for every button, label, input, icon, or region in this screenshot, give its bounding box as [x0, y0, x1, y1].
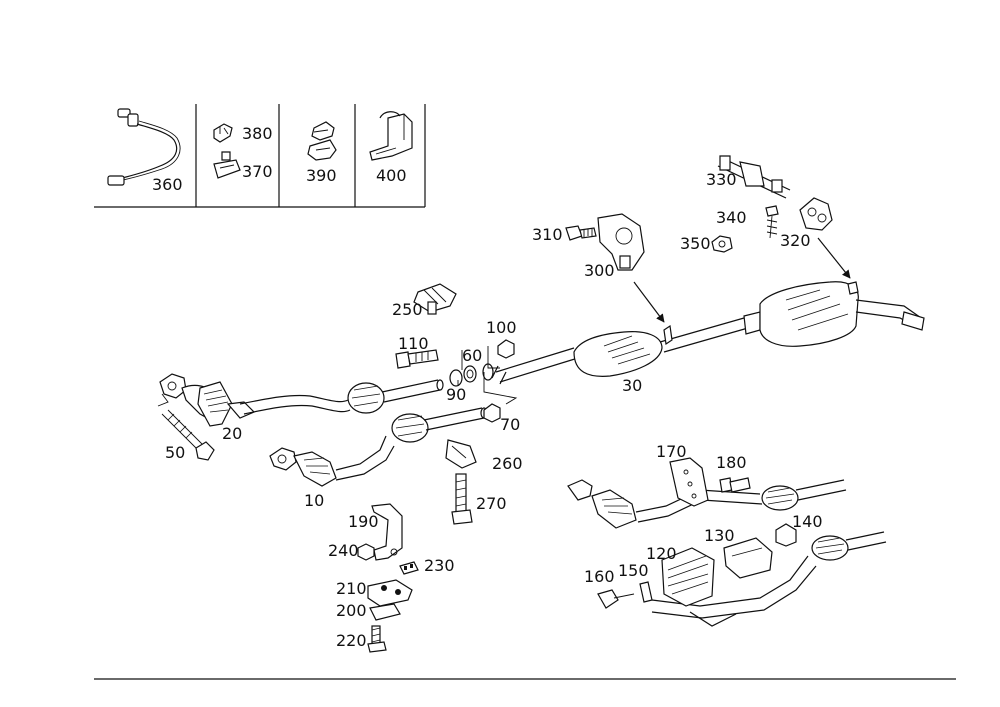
- callout-130: 130: [704, 526, 735, 545]
- detail-second-pipe-part: [651, 531, 887, 627]
- callout-160: 160: [584, 567, 615, 586]
- callout-350: 350: [680, 234, 711, 253]
- clamp-clip-part: [307, 121, 337, 161]
- callout-50: 50: [165, 443, 185, 462]
- callout-380: 380: [242, 124, 273, 143]
- mounting-screw-part: [367, 625, 387, 653]
- callout-190: 190: [348, 512, 379, 531]
- callout-20: 20: [222, 424, 242, 443]
- callout-150: 150: [618, 561, 649, 580]
- clip-nut-part: [399, 561, 419, 575]
- callout-120: 120: [646, 544, 677, 563]
- detail-bracket-130-part: [723, 537, 773, 579]
- lock-nut-part: [483, 339, 515, 423]
- oxygen-sensor-part: [107, 108, 181, 186]
- retainer-plate-part: [369, 603, 401, 621]
- clip-part: [213, 123, 233, 143]
- inset-parts-table: [94, 104, 426, 208]
- arrow-320: [817, 237, 851, 279]
- plug-connector-part: [213, 151, 241, 179]
- bolt-part: [565, 225, 597, 241]
- sealing-ring-part: [449, 363, 494, 387]
- nut-part: [711, 235, 733, 253]
- callout-360: 360: [152, 175, 183, 194]
- callout-30: 30: [622, 376, 642, 395]
- detail-nut-140-part: [775, 523, 797, 547]
- callout-110: 110: [398, 334, 429, 353]
- detail-bolt-180-part: [719, 477, 751, 493]
- rubber-hanger-part: [597, 213, 645, 271]
- callout-60: 60: [462, 346, 482, 365]
- long-bolt-part: [451, 473, 473, 525]
- callout-200: 200: [336, 601, 367, 620]
- stud-bolt-part: [157, 393, 215, 461]
- support-bracket-part: [445, 439, 477, 469]
- callout-270: 270: [476, 494, 507, 513]
- hex-bolt-part: [395, 349, 439, 369]
- callout-10: 10: [304, 491, 324, 510]
- front-catalytic-converter-part: [159, 373, 444, 427]
- rubber-damper-part: [367, 579, 413, 607]
- callout-260: 260: [492, 454, 523, 473]
- callout-210: 210: [336, 579, 367, 598]
- pipe-clamp-part: [413, 283, 457, 315]
- callout-220: 220: [336, 631, 367, 650]
- callout-170: 170: [656, 442, 687, 461]
- mounting-bolt-assembly-part: [717, 155, 791, 199]
- detail-clip-150-part: [639, 581, 653, 603]
- callout-390: 390: [306, 166, 337, 185]
- callout-250: 250: [392, 300, 423, 319]
- front-catalytic-converter-left-part: [269, 407, 488, 487]
- rubber-mount-part: [799, 197, 833, 231]
- arrow-300: [633, 281, 665, 323]
- callout-330: 330: [706, 170, 737, 189]
- callout-400: 400: [376, 166, 407, 185]
- callout-230: 230: [424, 556, 455, 575]
- rear-muffler-part: [743, 281, 925, 347]
- bracket-part: [369, 111, 413, 161]
- callout-310: 310: [532, 225, 563, 244]
- callout-100: 100: [486, 318, 517, 337]
- callout-180: 180: [716, 453, 747, 472]
- callout-370: 370: [242, 162, 273, 181]
- mounting-bracket-group: [371, 503, 403, 561]
- detail-bolt-160-part: [597, 589, 635, 609]
- callout-labels: 360 380 370 390 400 330 340 350 320 310 …: [152, 124, 823, 650]
- detail-heat-shield-120-part: [661, 547, 715, 607]
- callout-340: 340: [716, 208, 747, 227]
- center-muffler-part: [491, 317, 749, 385]
- callout-70: 70: [500, 415, 520, 434]
- callout-300: 300: [584, 261, 615, 280]
- detail-bracket-170-part: [669, 457, 709, 507]
- washer-nut-part: [357, 543, 375, 561]
- callout-140: 140: [792, 512, 823, 531]
- self-tapping-screw-part: [765, 205, 779, 239]
- callout-90: 90: [446, 385, 466, 404]
- callout-240: 240: [328, 541, 359, 560]
- callout-320: 320: [780, 231, 811, 250]
